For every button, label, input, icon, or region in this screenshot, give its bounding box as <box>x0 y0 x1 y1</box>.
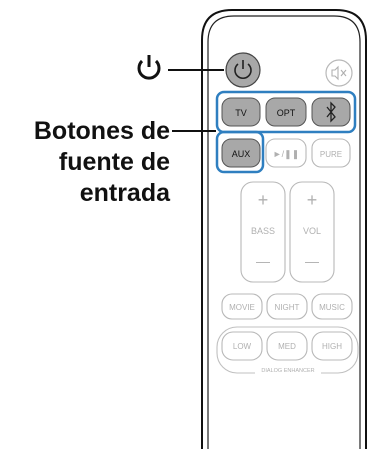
mute-button[interactable] <box>325 59 353 87</box>
movie-label: MOVIE <box>229 303 255 312</box>
music-button[interactable]: MUSIC <box>311 293 353 320</box>
play-pause-icon: ►/❚❚ <box>273 149 300 160</box>
low-label: LOW <box>233 342 252 351</box>
bass-plus[interactable]: + <box>258 190 269 210</box>
power-callout-icon <box>137 55 161 80</box>
tv-button[interactable]: TV <box>221 97 261 127</box>
vol-plus[interactable]: + <box>307 190 318 210</box>
input-buttons-highlight-top <box>215 90 357 134</box>
bass-label: BASS <box>251 226 275 236</box>
dialog-enhancer-label: DIALOG ENHANCER <box>261 368 314 374</box>
mute-icon <box>331 65 347 81</box>
music-label: MUSIC <box>319 303 345 312</box>
callout-line-3: entrada <box>79 179 170 207</box>
high-label: HIGH <box>322 342 342 351</box>
callout-line-1: Botones de <box>33 117 170 145</box>
pure-label: PURE <box>320 150 342 159</box>
remote-inner-edge <box>207 15 361 449</box>
low-button[interactable]: LOW <box>221 331 263 361</box>
aux-label: AUX <box>232 149 251 159</box>
bluetooth-icon <box>326 101 336 123</box>
bluetooth-button[interactable] <box>311 97 351 127</box>
vol-minus[interactable]: — <box>305 253 319 269</box>
play-pause-button[interactable]: ►/❚❚ <box>265 138 307 168</box>
opt-label: OPT <box>277 108 296 118</box>
bass-rocker[interactable]: + BASS — <box>240 181 286 283</box>
callout-line-2: fuente de <box>58 148 170 176</box>
high-button[interactable]: HIGH <box>311 331 353 361</box>
opt-button[interactable]: OPT <box>265 97 307 127</box>
aux-button[interactable]: AUX <box>221 138 261 168</box>
med-label: MED <box>278 342 296 351</box>
power-button[interactable] <box>225 52 261 88</box>
med-button[interactable]: MED <box>266 331 308 361</box>
night-label: NIGHT <box>275 303 300 312</box>
power-icon <box>234 63 252 79</box>
movie-button[interactable]: MOVIE <box>221 293 263 320</box>
vol-rocker[interactable]: + VOL — <box>289 181 335 283</box>
input-buttons-highlight-aux <box>215 130 265 174</box>
input-buttons-callout-label: Botones de fuente de entrada <box>0 116 170 209</box>
tv-label: TV <box>235 108 247 118</box>
bass-minus[interactable]: — <box>256 253 270 269</box>
pure-button[interactable]: PURE <box>311 138 351 168</box>
vol-label: VOL <box>303 226 321 236</box>
night-button[interactable]: NIGHT <box>266 293 308 320</box>
